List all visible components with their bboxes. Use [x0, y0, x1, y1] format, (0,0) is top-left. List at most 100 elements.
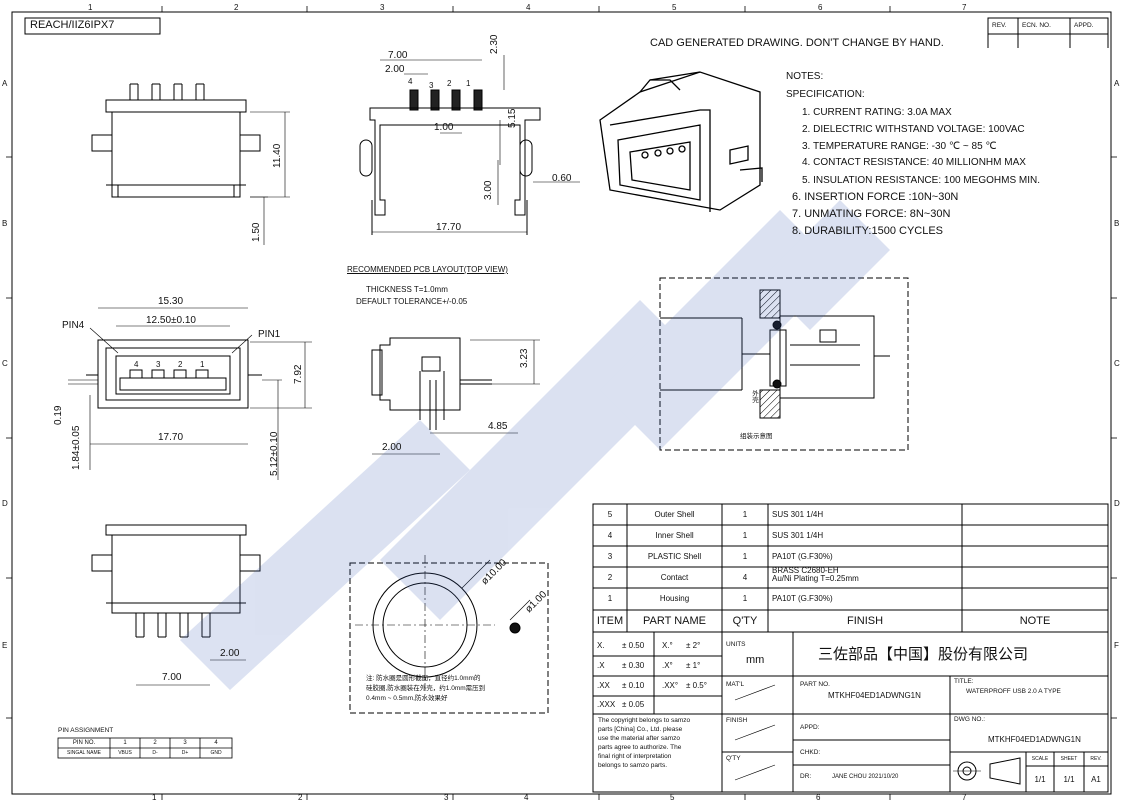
col-label: 3: [444, 793, 449, 802]
pin-table-cell: VBUS: [118, 750, 132, 756]
tol-cell: ± 0.30: [622, 661, 645, 670]
pin-table-cell: 3: [183, 740, 187, 746]
bom-cell: PA10T (G.F30%): [772, 552, 833, 561]
pin-table-cell: 1: [123, 740, 127, 746]
col-label: 1: [88, 3, 93, 12]
pcb-layout-view: [86, 339, 262, 409]
rev-val: A1: [1091, 774, 1101, 784]
col-label: 6: [818, 3, 823, 12]
copyright-line: use the material after samzo: [598, 735, 681, 742]
note-item: 3. TEMPERATURE RANGE: -30 ℃ ~ 85 ℃: [802, 141, 997, 152]
pin-assignment-title: PIN ASSIGNMENT: [58, 727, 114, 734]
pin-label: 3: [429, 81, 434, 90]
title-label: TITLE:: [954, 678, 974, 685]
col-label: 1: [152, 793, 157, 802]
tol-cell: ± 0.5°: [686, 681, 707, 690]
appd-label: APPD:: [800, 724, 820, 731]
bom-cell: 1: [607, 594, 613, 603]
bom-cell: Housing: [659, 594, 690, 603]
row-label: F: [1114, 641, 1119, 650]
bom-header: PART NAME: [643, 615, 706, 627]
dim-label: 1.00: [434, 122, 454, 133]
pin-table-cell: 4: [214, 740, 218, 746]
pin4-label: PIN4: [62, 320, 85, 331]
copyright-line: The copyright belongs to samzo: [598, 717, 691, 724]
company-name: 三佐部品【中国】股份有限公司: [818, 646, 1029, 663]
dim-label: 0.19: [53, 405, 64, 425]
pcb-tolerance: DEFAULT TOLERANCE+/-0.05: [356, 297, 468, 306]
row-label: E: [2, 641, 8, 650]
row-label: D: [1114, 499, 1120, 508]
pin-table-cell: D+: [181, 750, 189, 756]
dim-label: 17.70: [436, 222, 462, 233]
col-label: 3: [380, 3, 385, 12]
pin-label: 2: [447, 79, 452, 88]
gasket-detail: [355, 555, 531, 695]
pin-table-cell: 2: [153, 740, 157, 746]
units-value: mm: [746, 654, 765, 666]
col-label: 6: [816, 793, 821, 802]
row-label: A: [2, 79, 8, 88]
dim-label: 3.23: [519, 348, 530, 368]
bom-cell: [962, 588, 1108, 609]
bom-cell: 1: [742, 531, 748, 540]
tol-cell: X.: [597, 641, 605, 650]
pin-label: 3: [156, 360, 161, 369]
dim-label: 7.00: [162, 672, 182, 683]
row-label: D: [2, 499, 8, 508]
bom-header: FINISH: [846, 615, 884, 627]
part-no-label: PART NO.: [800, 681, 830, 688]
dim-label: 1.84±0.05: [71, 425, 82, 470]
section-caption: 组装示意图: [740, 433, 773, 440]
copyright-line: parts agree to authorize. The: [598, 744, 682, 751]
dim-label: 5.15: [507, 108, 518, 128]
col-label: 5: [670, 793, 675, 802]
dim-label: 17.70: [158, 432, 184, 443]
col-label: 4: [524, 793, 529, 802]
pin-label: 2: [178, 360, 183, 369]
assembly-section-view: [660, 289, 890, 419]
scale-val: 1/1: [1034, 774, 1046, 784]
bom-cell: PLASTIC Shell: [647, 552, 702, 561]
bom-cell: [962, 504, 1108, 525]
dim-label: 7.00: [388, 50, 408, 61]
cad-note: CAD GENERATED DRAWING. DON'T CHANGE BY H…: [650, 37, 944, 49]
pin-label: 1: [200, 360, 205, 369]
dim-label: 0.60: [552, 173, 572, 184]
dim-label: 2.30: [489, 34, 500, 54]
dim-label: 1.50: [251, 222, 262, 242]
note-item: 1. CURRENT RATING: 3.0A MAX: [802, 107, 952, 118]
bom-cell: 4: [742, 573, 748, 582]
tol-cell: .X: [597, 661, 605, 670]
dwg-value: MTKHF04ED1ADWNG1N: [988, 735, 1081, 744]
bom-cell: 2: [607, 573, 613, 582]
bom-cell: PA10T (G.F30%): [772, 594, 833, 603]
tol-cell: ± 2°: [686, 641, 701, 650]
bom-cell: 3: [607, 552, 613, 561]
watermark-logo: [180, 200, 890, 690]
matl-label: MAT'L: [726, 681, 745, 688]
bom-cell: [962, 546, 1108, 567]
dr-label: DR:: [800, 773, 812, 780]
row-label: C: [1114, 359, 1120, 368]
pin1-label: PIN1: [258, 329, 281, 340]
rev-col-rev: REV.: [992, 22, 1007, 29]
pin-table-cell: PIN NO.: [72, 740, 96, 746]
finish-label: FINISH: [726, 717, 748, 724]
units-label: UNITS: [726, 641, 746, 648]
bottom-view: [91, 524, 261, 638]
dim-label: 2.00: [382, 442, 402, 453]
row-label: C: [2, 359, 8, 368]
dim-label: 15.30: [158, 296, 184, 307]
row-label: B: [1114, 219, 1120, 228]
dim-label: 12.50±0.10: [146, 315, 196, 326]
bom-cell: Outer Shell: [654, 510, 695, 519]
dim-label: 11.40: [272, 143, 283, 168]
pcb-title: RECOMMENDED PCB LAYOUT(TOP VIEW): [347, 265, 508, 274]
tol-cell: .X°: [662, 661, 673, 670]
bom-cell: 1: [742, 552, 748, 561]
note-item: 8. DURABILITY:1500 CYCLES: [792, 225, 944, 237]
dim-label: 4.85: [488, 421, 508, 432]
tol-cell: .XXX: [597, 700, 616, 709]
